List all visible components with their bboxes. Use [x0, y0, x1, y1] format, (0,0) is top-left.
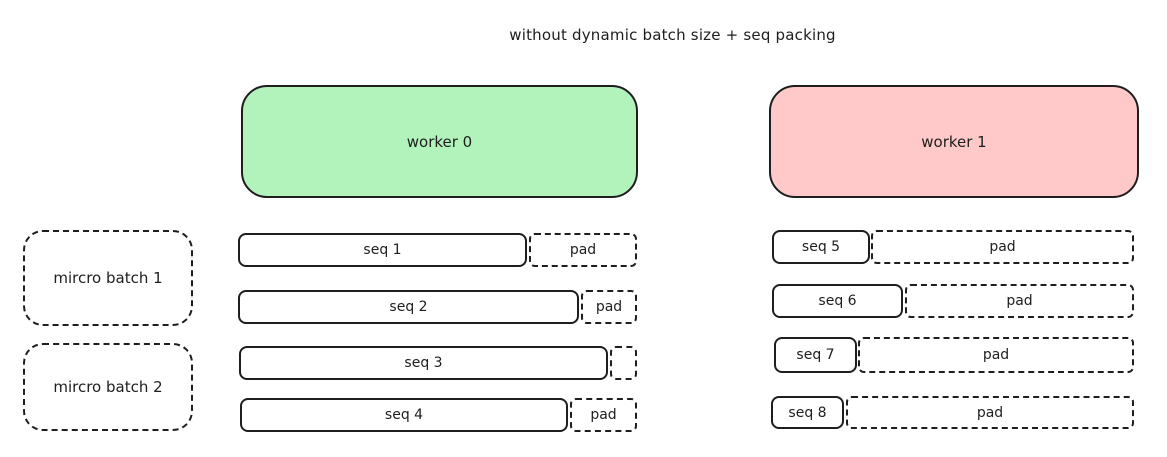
seq-2-block: seq 2 — [238, 290, 579, 324]
micro-batch-2-label: mircro batch 2 — [53, 378, 163, 396]
seq-3-block: seq 3 — [239, 346, 608, 380]
pad-block-seq-7: pad — [858, 337, 1134, 373]
micro-batch-1-box: mircro batch 1 — [23, 230, 193, 326]
seq-1-label: seq 1 — [363, 242, 402, 258]
pad-block-seq-3 — [610, 346, 637, 380]
pad-label: pad — [989, 239, 1016, 255]
pad-block-seq-4: pad — [570, 398, 637, 432]
pad-block-seq-8: pad — [846, 396, 1134, 429]
seq-5-label: seq 5 — [801, 239, 841, 255]
micro-batch-1-label: mircro batch 1 — [53, 269, 163, 287]
worker-1-box: worker 1 — [769, 85, 1139, 198]
seq-3-label: seq 3 — [404, 355, 443, 371]
seq-4-label: seq 4 — [384, 407, 424, 423]
seq-7-label: seq 7 — [796, 347, 835, 363]
seq-5-block: seq 5 — [772, 230, 870, 264]
pad-label: pad — [982, 347, 1010, 363]
diagram-title: without dynamic batch size + seq packing — [509, 26, 836, 44]
pad-block-seq-5: pad — [871, 230, 1134, 264]
pad-label: pad — [590, 407, 617, 423]
pad-label: pad — [976, 404, 1004, 421]
worker-0-box: worker 0 — [241, 85, 638, 198]
seq-1-block: seq 1 — [238, 233, 527, 267]
pad-label: pad — [1006, 293, 1033, 309]
pad-block-seq-1: pad — [529, 233, 637, 267]
pad-block-seq-6: pad — [905, 284, 1134, 318]
micro-batch-2-box: mircro batch 2 — [23, 343, 193, 431]
pad-block-seq-2: pad — [581, 290, 637, 324]
worker-0-label: worker 0 — [406, 132, 473, 151]
pad-label: pad — [569, 242, 597, 258]
seq-8-label: seq 8 — [788, 404, 827, 421]
seq-2-label: seq 2 — [389, 299, 428, 315]
seq-6-label: seq 6 — [818, 293, 857, 309]
seq-4-block: seq 4 — [240, 398, 568, 432]
worker-1-label: worker 1 — [921, 132, 987, 151]
seq-8-block: seq 8 — [771, 396, 844, 429]
seq-6-block: seq 6 — [772, 284, 903, 318]
pad-label: pad — [595, 299, 623, 315]
seq-7-block: seq 7 — [774, 337, 857, 373]
